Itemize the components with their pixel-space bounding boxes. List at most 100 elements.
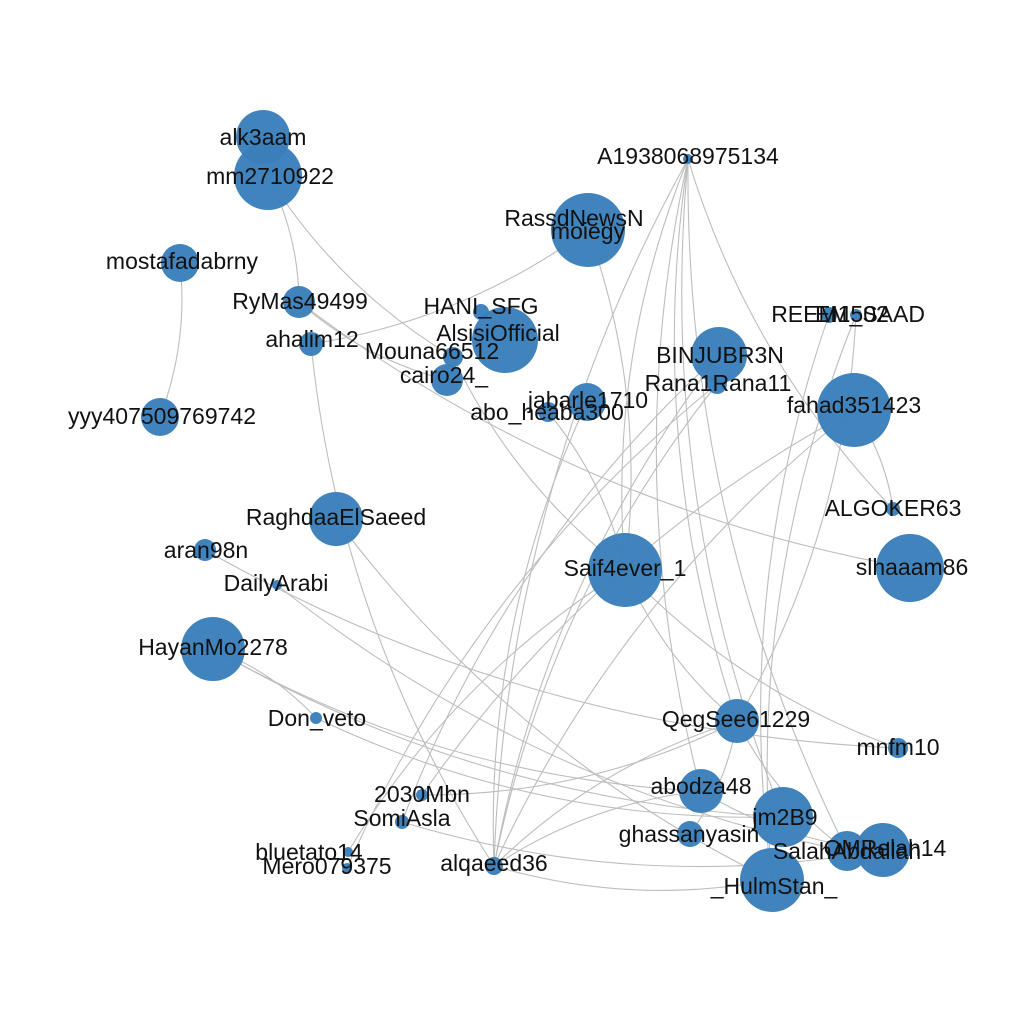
edge-a1938068975134-to-salahabdallah <box>687 158 848 852</box>
edge-a1938068975134-to-alqaeed36 <box>493 158 689 867</box>
edge-a1938068975134-to-qegsee61229 <box>673 158 738 722</box>
node-label-algoker63: ALGOKER63 <box>825 495 962 521</box>
node-rymas49499[interactable] <box>283 286 315 318</box>
node-alqaeed36[interactable] <box>485 857 503 875</box>
node-label-hulmstan: _HulmStan_ <box>710 873 839 899</box>
node-label-mm2710922: mm2710922 <box>206 163 334 189</box>
node-label-raghdaaelsaeed: RaghdaaElSaeed <box>246 504 426 530</box>
node-label-alk3aam: alk3aam <box>220 124 307 150</box>
node-algoker63[interactable] <box>886 502 900 516</box>
edge-yyy407509769742-to-mostafadabrny <box>159 262 183 418</box>
node-mostafadabrny[interactable] <box>161 244 199 282</box>
edge-binjubr3n-to-somiasla <box>401 354 720 823</box>
node-ahalim12[interactable] <box>299 332 323 356</box>
node-label-yyy407509769742: yyy407509769742 <box>68 403 256 429</box>
node-label-qegsee61229: QegSee61229 <box>662 706 810 732</box>
node-label-jabarle1710: jabarle1710 <box>527 387 648 413</box>
node-qegsee61229[interactable] <box>715 699 759 743</box>
node-label-dailyarabi: DailyArabi <box>224 570 329 596</box>
edge-alqaeed36-to-hulmstan <box>493 865 773 891</box>
node-bluetato14[interactable] <box>343 847 353 857</box>
node-omrelah14[interactable] <box>856 823 910 877</box>
edge-a1938068975134-to-saif4ever-1 <box>621 158 689 571</box>
edge-jabarle1710-to-alqaeed36 <box>492 401 588 867</box>
node-mero079375[interactable] <box>342 863 352 873</box>
node-label-omrelah14: OMRelah14 <box>824 835 947 861</box>
node-label-abo-heaba300: abo_heaba300 <box>470 399 624 425</box>
edge-ahalim12-to-alqaeed36 <box>310 343 495 867</box>
edge-saif4ever-1-to-rassdnewsn <box>587 229 632 571</box>
node-rassdnewsn[interactable] <box>551 193 625 267</box>
node-label-don-veto: Don_veto <box>268 705 366 731</box>
node-reem1502[interactable] <box>821 307 837 323</box>
node-a1938068975134[interactable] <box>683 154 693 164</box>
edge-raghdaaelsaeed-to-hulmstan <box>335 518 773 881</box>
node-label-jm2b9: jm2B9 <box>751 804 817 830</box>
node-label-reem1502: REEM1502 <box>771 301 889 327</box>
node-label-ghassanyasin: ghassanyasin <box>619 821 760 847</box>
node-em-saad[interactable] <box>850 309 862 321</box>
edge-abodza48-to-alqaeed36 <box>493 790 702 867</box>
node-label-aran98n: aran98n <box>164 537 248 563</box>
edge-fahad351423-to-alqaeed36 <box>493 409 855 867</box>
node-2030mbn[interactable] <box>416 789 428 801</box>
node-label-2030mbn: 2030Mbn <box>374 781 470 807</box>
node-raghdaaelsaeed[interactable] <box>309 492 363 546</box>
node-fahad351423[interactable] <box>817 373 891 447</box>
node-don-veto[interactable] <box>310 712 322 724</box>
node-aran98n[interactable] <box>194 539 216 561</box>
edge-binjubr3n-to-alqaeed36 <box>493 354 720 867</box>
node-yyy407509769742[interactable] <box>141 398 179 436</box>
node-label-salahabdallah: SalahAbdallah <box>773 838 921 864</box>
node-binjubr3n[interactable] <box>691 327 747 383</box>
node-ghassanyasin[interactable] <box>677 821 703 847</box>
node-label-alsisiofficial: AlsisiOfficial <box>436 320 560 346</box>
node-alsisiofficial[interactable] <box>472 307 538 373</box>
node-mm2710922[interactable] <box>234 142 302 210</box>
edge-ahalim12-to-rassdnewsn <box>310 229 589 345</box>
node-label-mostafadabrny: mostafadabrny <box>106 248 259 274</box>
edge-qegsee61229-to-alqaeed36 <box>493 720 738 867</box>
node-label-rymas49499: RyMas49499 <box>232 288 368 314</box>
node-mouna66512[interactable] <box>443 347 463 367</box>
node-label-cairo24: cairo24_ <box>400 362 489 388</box>
node-label-rassdnewsn: RassdNewsN <box>504 205 643 231</box>
nodes-layer <box>141 110 944 912</box>
node-cairo24[interactable] <box>431 364 463 396</box>
node-label-moiegy: moiegy <box>551 218 626 244</box>
edge-saif4ever-1-to-mnfm10 <box>624 569 899 749</box>
labels-layer: alk3aam mm2710922 mostafadabrny yyy40750976… <box>68 124 968 899</box>
node-mnfm10[interactable] <box>888 738 908 758</box>
edge-a1938068975134-to-algoker63 <box>687 158 894 510</box>
node-somiasla[interactable] <box>395 815 409 829</box>
node-label-mero079375: Mero079375 <box>262 853 391 879</box>
edge-a1938068975134-to-abodza48 <box>655 158 702 792</box>
node-label-slhaaam86: slhaaam86 <box>856 554 969 580</box>
node-salahabdallah[interactable] <box>827 831 867 871</box>
node-rana1rana11[interactable] <box>707 374 727 394</box>
node-label-binjubr3n: BINJUBR3N <box>656 342 784 368</box>
node-label-saif4ever-1: Saif4ever_1 <box>564 555 687 581</box>
node-label-em-saad: EM_SAAD <box>815 301 925 327</box>
edge-rana1rana11-to-mero079375 <box>346 383 718 869</box>
edge-saif4ever-1-to-bluetato14 <box>347 569 626 853</box>
node-hulmstan[interactable] <box>740 848 804 912</box>
node-dailyarabi[interactable] <box>272 580 282 590</box>
node-saif4ever-1[interactable] <box>588 533 662 607</box>
node-label-bluetato14: bluetato14 <box>255 839 363 865</box>
node-label-fahad351423: fahad351423 <box>787 392 921 418</box>
node-abodza48[interactable] <box>679 769 723 813</box>
node-jabarle1710[interactable] <box>568 383 606 421</box>
node-label-somiasla: SomiAsla <box>353 805 450 831</box>
node-label-alqaeed36: alqaeed36 <box>440 850 547 876</box>
edge-rana1rana11-to-alqaeed36 <box>493 383 718 867</box>
node-hayanmo2278[interactable] <box>181 617 245 681</box>
node-label-hayanmo2278: HayanMo2278 <box>138 634 288 660</box>
edge-rymas49499-to-cairo24 <box>298 301 448 381</box>
node-slhaaam86[interactable] <box>876 534 944 602</box>
edge-don-veto-to-jm2b9 <box>315 717 784 818</box>
node-label-ahalim12: ahalim12 <box>265 326 358 352</box>
node-abo-heaba300[interactable] <box>538 402 558 422</box>
node-jm2b9[interactable] <box>753 787 813 847</box>
